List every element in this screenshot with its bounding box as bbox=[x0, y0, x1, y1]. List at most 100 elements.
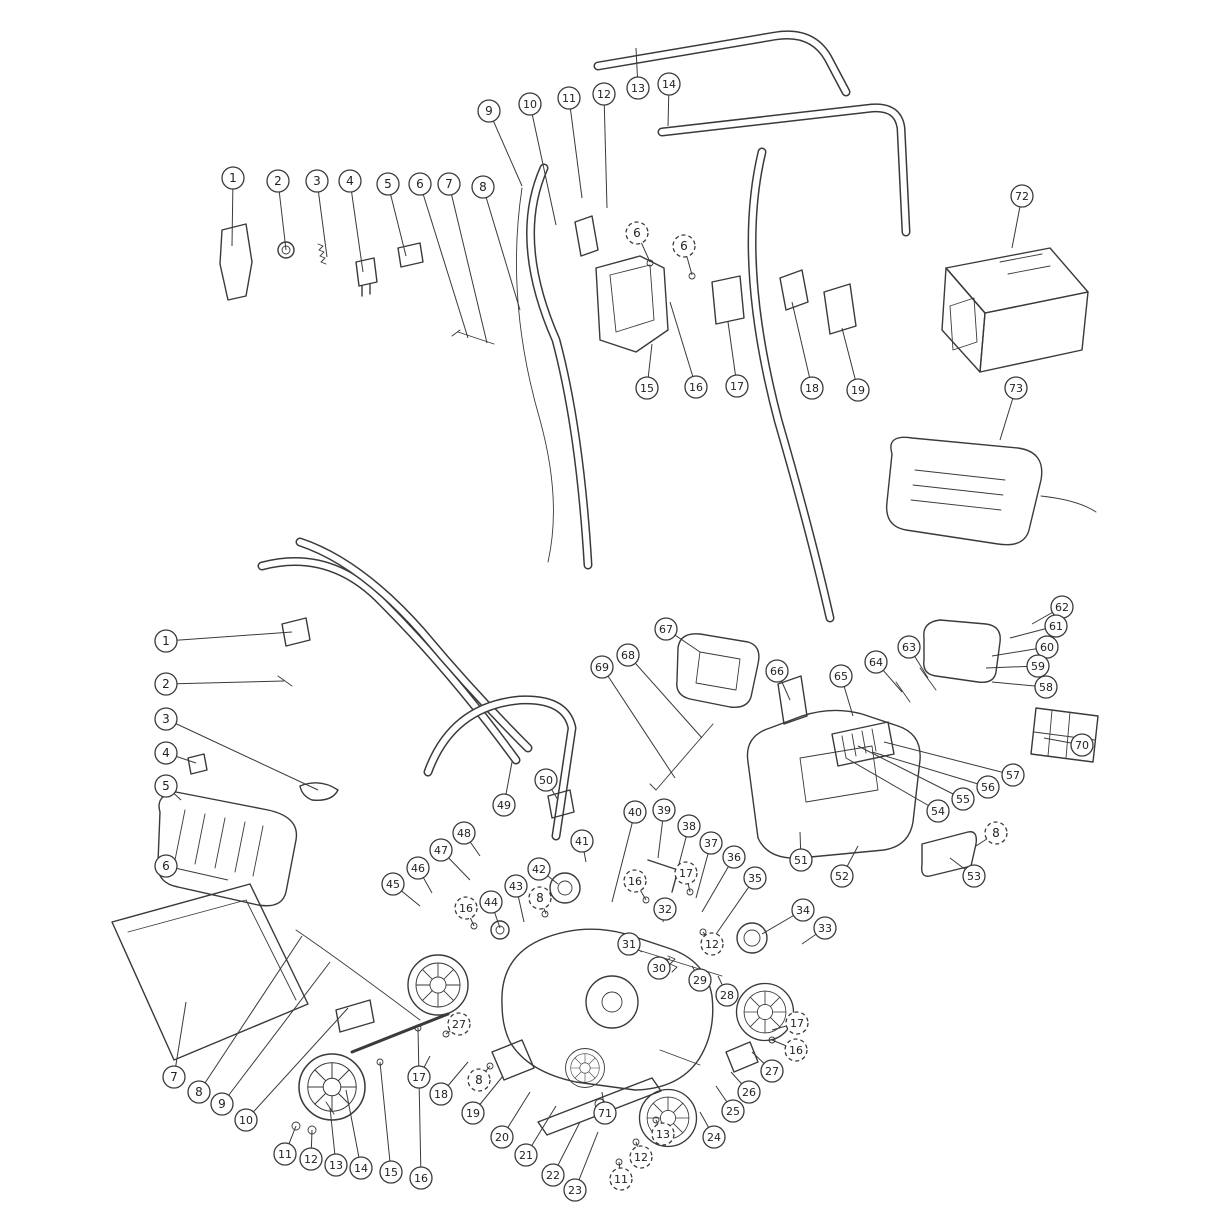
callout-label-65: 65 bbox=[834, 670, 848, 683]
callout-label-44: 44 bbox=[484, 896, 498, 909]
callout-balloon-26 bbox=[737, 1080, 761, 1104]
callout-balloon-16 bbox=[784, 1038, 808, 1062]
callout-balloon-46 bbox=[406, 856, 430, 880]
callout-balloon-17 bbox=[407, 1065, 431, 1089]
callout-label-56: 56 bbox=[981, 781, 995, 794]
callout-label-36: 36 bbox=[727, 851, 741, 864]
callout-label-21: 21 bbox=[519, 1149, 533, 1162]
callout-balloon-15 bbox=[635, 376, 659, 400]
callout-balloon-3 bbox=[154, 707, 178, 731]
callout-label-16: 16 bbox=[459, 902, 473, 915]
callout-balloon-16 bbox=[454, 896, 478, 920]
switch-housing bbox=[595, 255, 669, 353]
callout-label-16: 16 bbox=[628, 875, 642, 888]
callout-balloon-20 bbox=[490, 1125, 514, 1149]
callout-label-63: 63 bbox=[902, 641, 916, 654]
callout-balloon-31 bbox=[617, 932, 641, 956]
callout-balloon-54 bbox=[926, 799, 950, 823]
screw bbox=[442, 1030, 450, 1038]
leader-line-57 bbox=[883, 741, 1014, 776]
motor-shaft-hole bbox=[601, 991, 623, 1013]
callout-label-52: 52 bbox=[835, 870, 849, 883]
handle-tube-left bbox=[526, 163, 593, 570]
knob bbox=[277, 241, 295, 259]
connector-block-body bbox=[1030, 707, 1099, 763]
pinion-bore bbox=[495, 925, 505, 935]
callout-balloon-67 bbox=[654, 617, 678, 641]
callout-balloon-29 bbox=[688, 968, 712, 992]
control-cable bbox=[516, 187, 554, 563]
front-wheel-right bbox=[407, 954, 469, 1016]
callout-label-58: 58 bbox=[1039, 681, 1053, 694]
callout-balloon-16 bbox=[684, 375, 708, 399]
battery-front bbox=[979, 291, 1089, 373]
callout-balloon-6 bbox=[625, 221, 649, 245]
screw bbox=[470, 922, 478, 930]
handle-cross-bar bbox=[657, 103, 911, 237]
screw bbox=[699, 928, 707, 936]
callout-label-28: 28 bbox=[720, 989, 734, 1002]
callout-balloon-52 bbox=[830, 864, 854, 888]
callout-label-6: 6 bbox=[680, 239, 688, 253]
callout-label-2: 2 bbox=[162, 677, 170, 691]
motor-mount-ring bbox=[585, 975, 639, 1029]
blade-fan bbox=[565, 1048, 605, 1088]
callout-balloon-23 bbox=[563, 1178, 587, 1202]
callout-balloon-71 bbox=[593, 1101, 617, 1125]
callout-balloon-59 bbox=[1026, 654, 1050, 678]
leader-line-35 bbox=[711, 877, 756, 941]
callout-label-57: 57 bbox=[1006, 769, 1020, 782]
callout-label-13: 13 bbox=[656, 1128, 670, 1141]
deck-body bbox=[501, 928, 714, 1091]
cover-plate bbox=[397, 242, 424, 268]
callout-balloon-27 bbox=[760, 1059, 784, 1083]
callout-balloon-50 bbox=[534, 768, 558, 792]
callout-label-9: 9 bbox=[218, 1097, 226, 1111]
hub-cap-inner bbox=[743, 929, 761, 947]
callout-label-8: 8 bbox=[475, 1073, 483, 1087]
leader-line-55 bbox=[857, 745, 964, 800]
switch-lever bbox=[574, 215, 599, 257]
callout-balloon-34 bbox=[791, 898, 815, 922]
handle-cross-bar-fill bbox=[659, 104, 909, 235]
bail-handle-fill bbox=[425, 696, 575, 839]
motor-shaft bbox=[557, 880, 573, 896]
callout-balloon-47 bbox=[429, 838, 453, 862]
callout-label-50: 50 bbox=[539, 774, 553, 787]
leader-line-10 bbox=[245, 1007, 349, 1121]
callout-balloon-42 bbox=[527, 857, 551, 881]
callout-label-70: 70 bbox=[1075, 739, 1089, 752]
callout-label-66: 66 bbox=[770, 665, 784, 678]
bail-clamp bbox=[547, 789, 575, 819]
handle-bracket bbox=[711, 275, 745, 325]
front-axle bbox=[350, 1012, 450, 1054]
callout-balloon-68 bbox=[616, 643, 640, 667]
callout-balloon-8 bbox=[187, 1080, 211, 1104]
callout-balloon-11 bbox=[609, 1167, 633, 1191]
callout-balloon-7 bbox=[162, 1065, 186, 1089]
screw bbox=[686, 888, 694, 896]
motor-cover bbox=[676, 633, 760, 708]
callout-label-6: 6 bbox=[416, 177, 424, 191]
callout-label-71: 71 bbox=[598, 1107, 612, 1120]
callout-balloon-69 bbox=[590, 655, 614, 679]
callout-label-19: 19 bbox=[851, 384, 865, 397]
grip-piece bbox=[299, 782, 339, 801]
callout-label-5: 5 bbox=[384, 177, 392, 191]
handle-clamp-left bbox=[779, 269, 809, 311]
callout-label-27: 27 bbox=[452, 1018, 466, 1031]
callout-balloon-65 bbox=[829, 664, 853, 688]
callout-label-9: 9 bbox=[485, 104, 493, 118]
battery-slot bbox=[799, 745, 879, 803]
callout-balloon-1 bbox=[221, 166, 245, 190]
callout-label-27: 27 bbox=[765, 1065, 779, 1078]
battery-charger bbox=[885, 436, 1097, 546]
callout-balloon-8 bbox=[984, 821, 1008, 845]
callout-label-62: 62 bbox=[1055, 601, 1069, 614]
rear-cover-grill bbox=[174, 809, 264, 877]
callout-label-60: 60 bbox=[1040, 641, 1054, 654]
callout-balloon-28 bbox=[715, 983, 739, 1007]
callout-label-4: 4 bbox=[346, 174, 354, 188]
leader-line-1 bbox=[165, 631, 293, 642]
